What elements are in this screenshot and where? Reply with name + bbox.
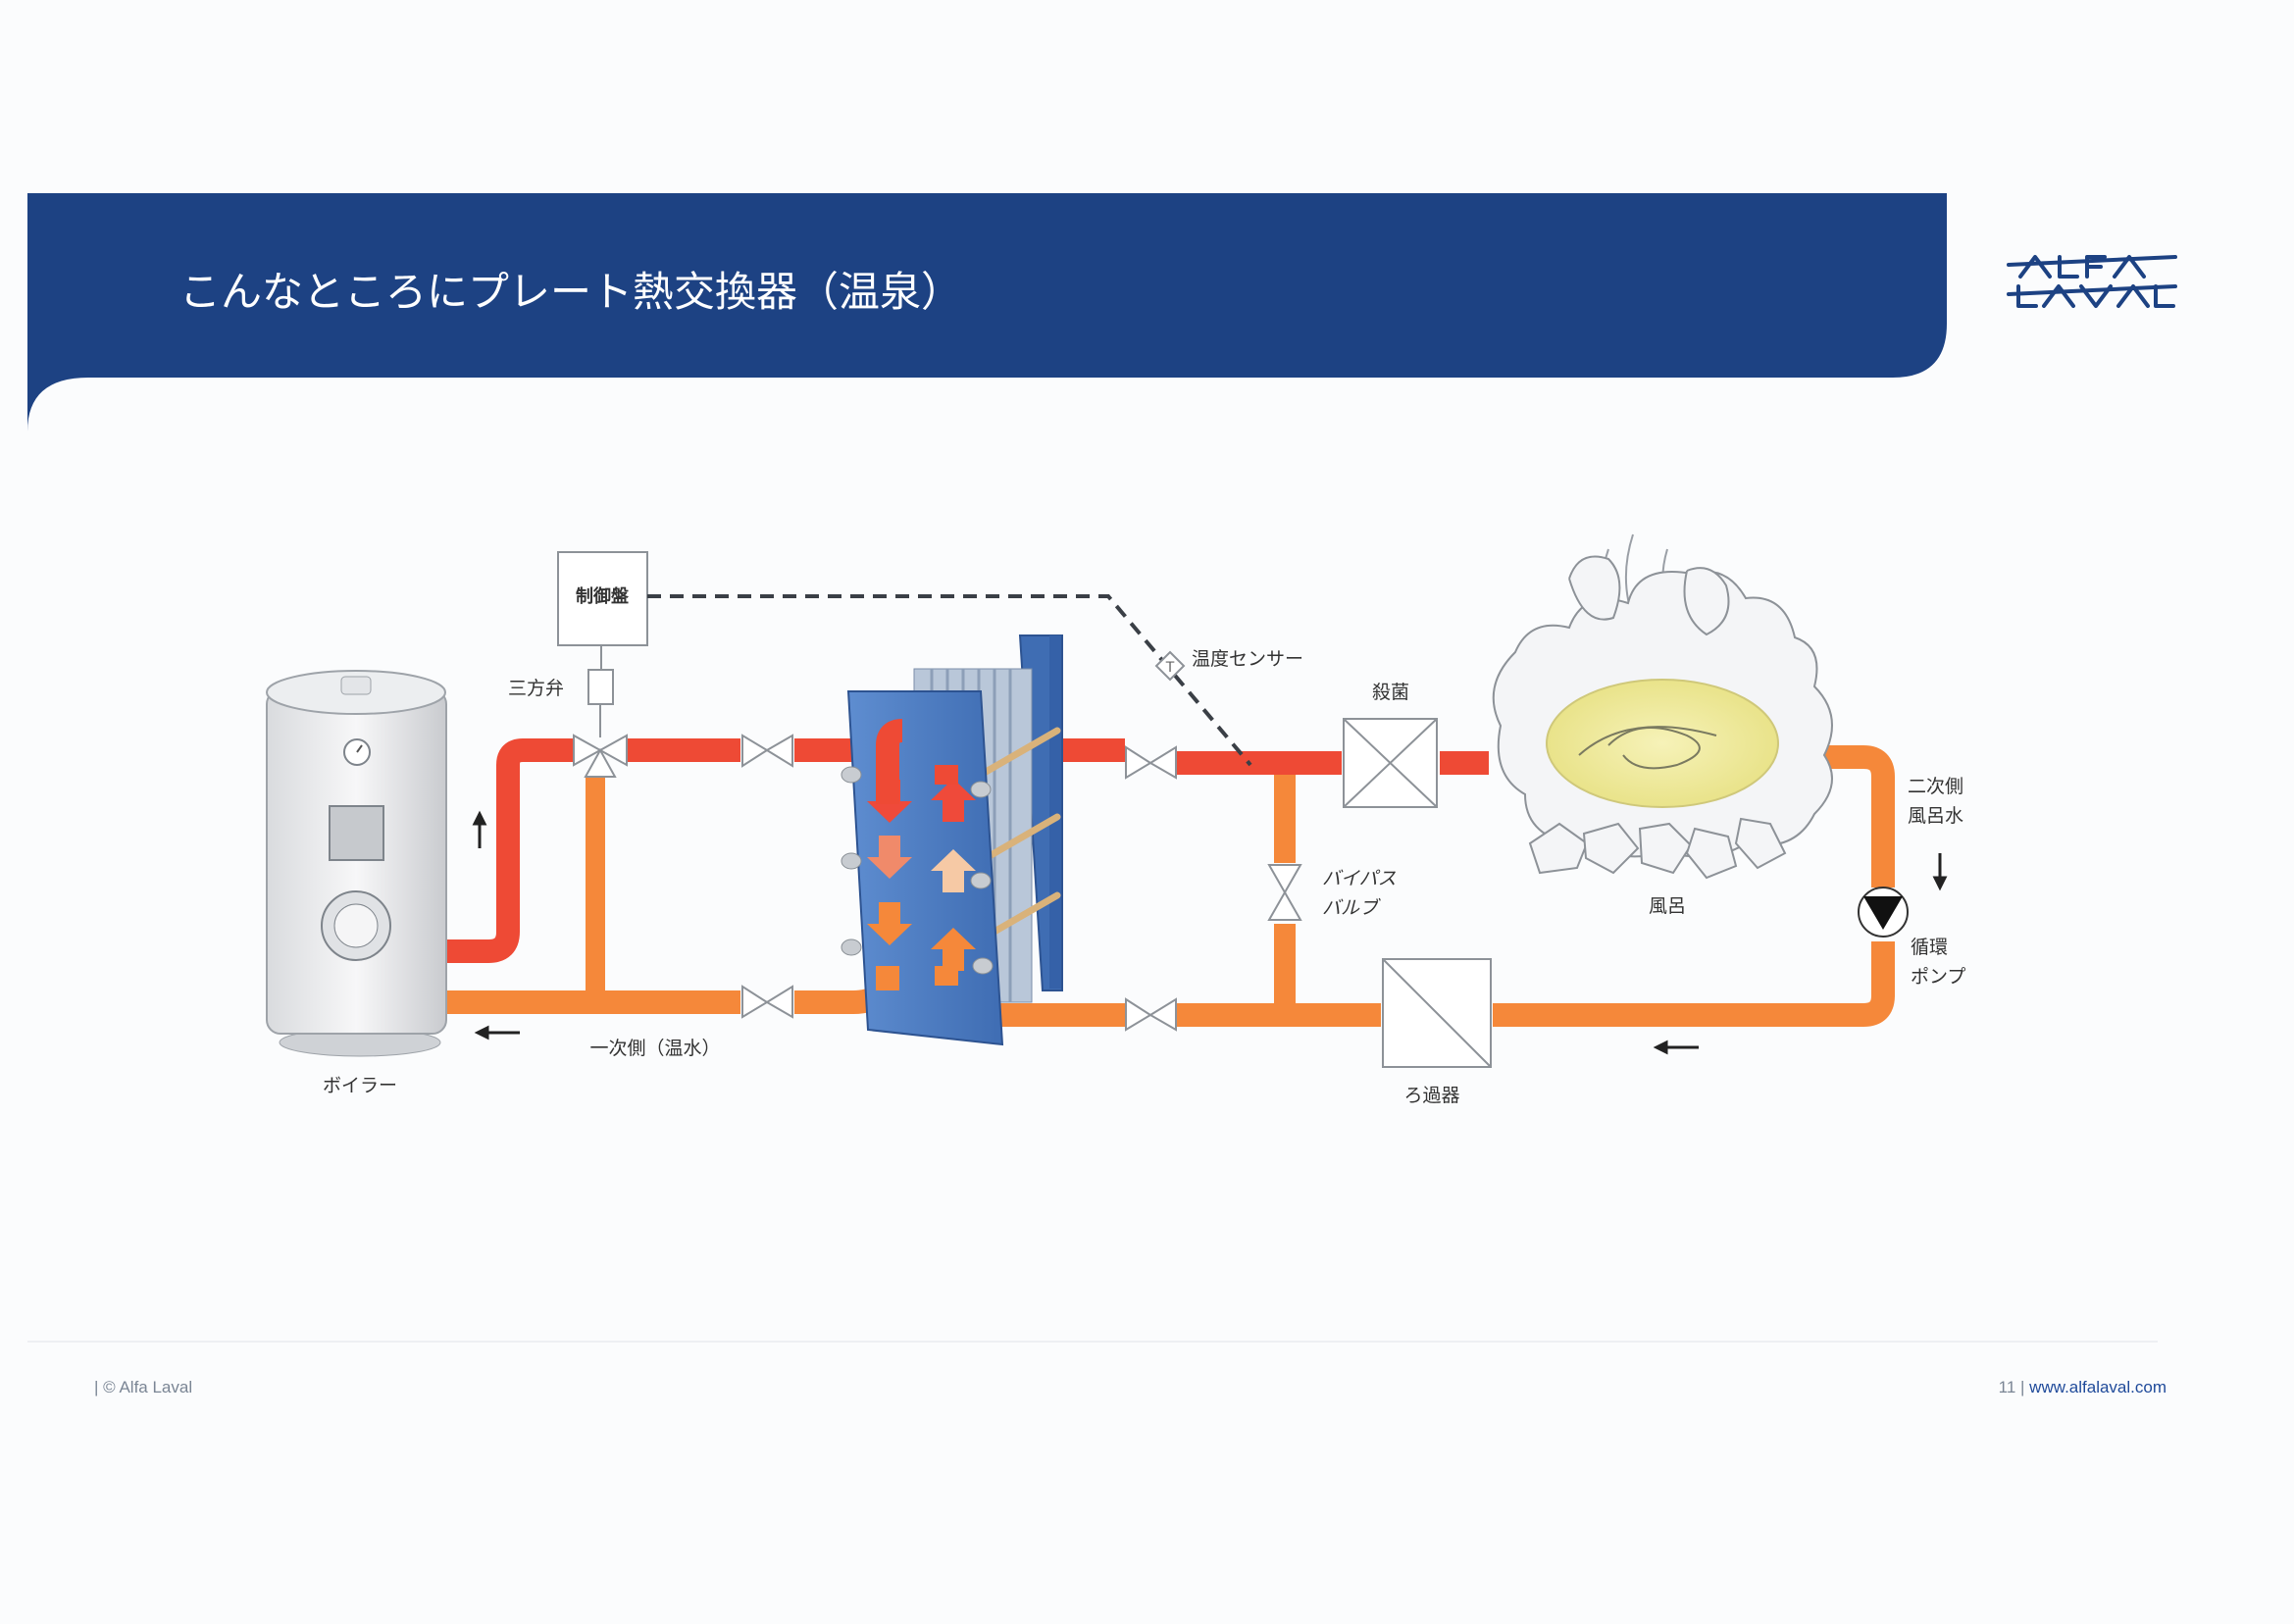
- page-title: こんなところにプレート熱交換器（温泉）: [179, 268, 962, 316]
- boiler: [266, 670, 447, 1057]
- primary-side-label: 一次側（温水）: [589, 1038, 720, 1059]
- temp-sensor-label: 温度センサー: [1192, 648, 1303, 670]
- left-arrow-icon: [1653, 1040, 1699, 1055]
- valves: [741, 734, 1302, 1032]
- page-number: 11: [1998, 1378, 2016, 1396]
- up-arrow-icon: [931, 849, 976, 892]
- circulation-pump-label-2: ポンプ: [1911, 966, 1965, 988]
- valve-primary-return-icon: [741, 985, 793, 1019]
- temperature-sensor-icon: T: [1154, 650, 1186, 682]
- primary-hot-pipe: [443, 738, 579, 963]
- down-arrow-icon: [867, 836, 912, 879]
- hot-spring-bath: [1492, 533, 1833, 880]
- filter-box: [1382, 958, 1492, 1068]
- bath-water: [1546, 679, 1779, 808]
- three-way-actuator: [587, 669, 614, 705]
- burner-flange: [321, 890, 391, 961]
- three-way-valve-label: 三方弁: [508, 678, 564, 699]
- three-way-valve-icon: [573, 734, 628, 778]
- boiler-label: ボイラー: [323, 1075, 397, 1096]
- control-panel-label: 制御盤: [576, 585, 630, 607]
- down-arrow-icon: [1932, 853, 1948, 891]
- sterilizer-label: 殺菌: [1372, 682, 1409, 703]
- footer-right: 11 | www.alfalaval.com: [1999, 1378, 2167, 1397]
- filter-label: ろ過器: [1403, 1085, 1459, 1106]
- alfa-laval-logo: [2007, 255, 2177, 308]
- bath-outlet-pipe: [1797, 745, 1895, 888]
- valve-primary-hot-icon: [741, 734, 793, 768]
- footer-url-link[interactable]: www.alfalaval.com: [2029, 1378, 2167, 1396]
- svg-text:T: T: [1165, 660, 1175, 676]
- flow-indicators: [472, 810, 1948, 1055]
- bypass-valve-label-1: バイパス: [1322, 868, 1397, 889]
- sterilizer-box: [1343, 718, 1438, 808]
- left-arrow-icon: [474, 1025, 520, 1040]
- down-arrow-icon: [867, 902, 912, 945]
- up-arrow-icon: [472, 810, 487, 848]
- up-arrow-icon: [931, 779, 976, 822]
- plate-heat-exchanger: [841, 634, 1063, 1046]
- circulation-pump-icon: [1858, 887, 1909, 938]
- footer-separator: |: [2015, 1378, 2030, 1396]
- valve-secondary-hot-icon: [1125, 745, 1177, 780]
- secondary-return-pipe-c: [1493, 941, 1895, 1027]
- valve-secondary-return-icon: [1125, 997, 1177, 1032]
- signal-line: [647, 594, 1252, 767]
- secondary-water-label-2: 風呂水: [1908, 805, 1963, 827]
- control-panel-box: [557, 551, 648, 646]
- bypass-valve-label-2: バルブ: [1322, 897, 1381, 919]
- circulation-pump-label-1: 循環: [1911, 937, 1948, 958]
- secondary-water-label-1: 二次側: [1908, 776, 1963, 797]
- bypass-valve-icon: [1267, 864, 1302, 921]
- boiler-panel: [329, 805, 384, 861]
- bath-label: 風呂: [1649, 895, 1686, 917]
- footer-copyright: | © Alfa Laval: [94, 1378, 193, 1396]
- up-arrow-icon: [931, 928, 976, 971]
- hx-front-plate: [846, 690, 1004, 1046]
- header-banner: [27, 193, 1947, 431]
